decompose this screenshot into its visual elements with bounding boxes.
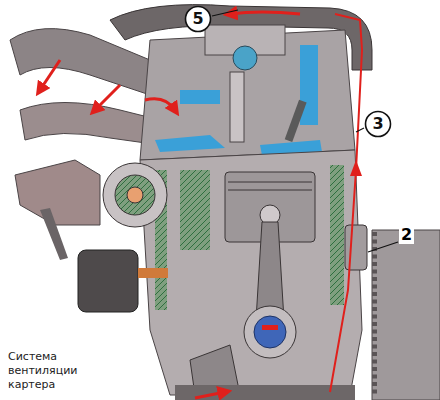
flywheel-tooth (372, 232, 377, 236)
flywheel-tooth (372, 337, 377, 341)
oil-filter (78, 250, 138, 312)
flywheel-tooth (372, 307, 377, 311)
leader-line (368, 242, 398, 252)
water-jacket (330, 165, 344, 305)
flywheel-tooth (372, 277, 377, 281)
spark-plug (285, 100, 307, 142)
flywheel-tooth (372, 255, 377, 259)
stud (40, 208, 68, 260)
crankshaft (244, 306, 296, 358)
callout-circle: 5 (184, 5, 212, 33)
oil-separator (345, 225, 367, 270)
camshaft (233, 46, 257, 70)
connecting-rod (256, 222, 284, 320)
gas-flow-arrow (230, 12, 300, 14)
coolant-jacket (155, 135, 225, 152)
gas-flow-arrow (195, 392, 225, 398)
leader-line (212, 10, 238, 16)
flywheel-tooth (372, 382, 377, 386)
flywheel-tooth (372, 390, 377, 394)
exhaust-manifold (20, 103, 160, 146)
flywheel-tooth (372, 292, 377, 296)
callout-number: 3 (364, 116, 392, 132)
caption: Система вентиляции картера (8, 350, 90, 391)
oil-pan (175, 385, 355, 400)
flywheel-tooth (372, 352, 377, 356)
crank-journal (254, 316, 286, 348)
flywheel-tooth (372, 345, 377, 349)
callout-number: 2 (399, 226, 414, 244)
flywheel-tooth (372, 322, 377, 326)
pulley (103, 163, 167, 227)
flywheel-tooth (372, 367, 377, 371)
flywheel-tooth (372, 270, 377, 274)
flywheel (372, 230, 440, 400)
water-jacket (180, 170, 210, 250)
gas-flow-arrow (40, 60, 60, 90)
flywheel-tooth (372, 330, 377, 334)
callout-number: 5 (184, 11, 212, 27)
manifold-flange (15, 160, 100, 225)
gas-flow-arrow (95, 85, 120, 110)
leader-line (356, 128, 364, 132)
cylinder-head (140, 30, 355, 160)
coolant-jacket (180, 90, 220, 104)
flywheel-tooth (372, 300, 377, 304)
flywheel-tooth (372, 285, 377, 289)
callout-circle: 3 (364, 110, 392, 138)
oil-channel (138, 268, 168, 278)
flywheel-tooth (372, 375, 377, 379)
flywheel-tooth (372, 360, 377, 364)
gas-flow (330, 14, 362, 392)
flywheel-tooth (372, 262, 377, 266)
valve-stem (230, 72, 244, 142)
flywheel-tooth (372, 315, 377, 319)
gas-flow-arrow (145, 99, 175, 110)
flywheel-tooth (372, 240, 377, 244)
engine-block (140, 150, 362, 395)
